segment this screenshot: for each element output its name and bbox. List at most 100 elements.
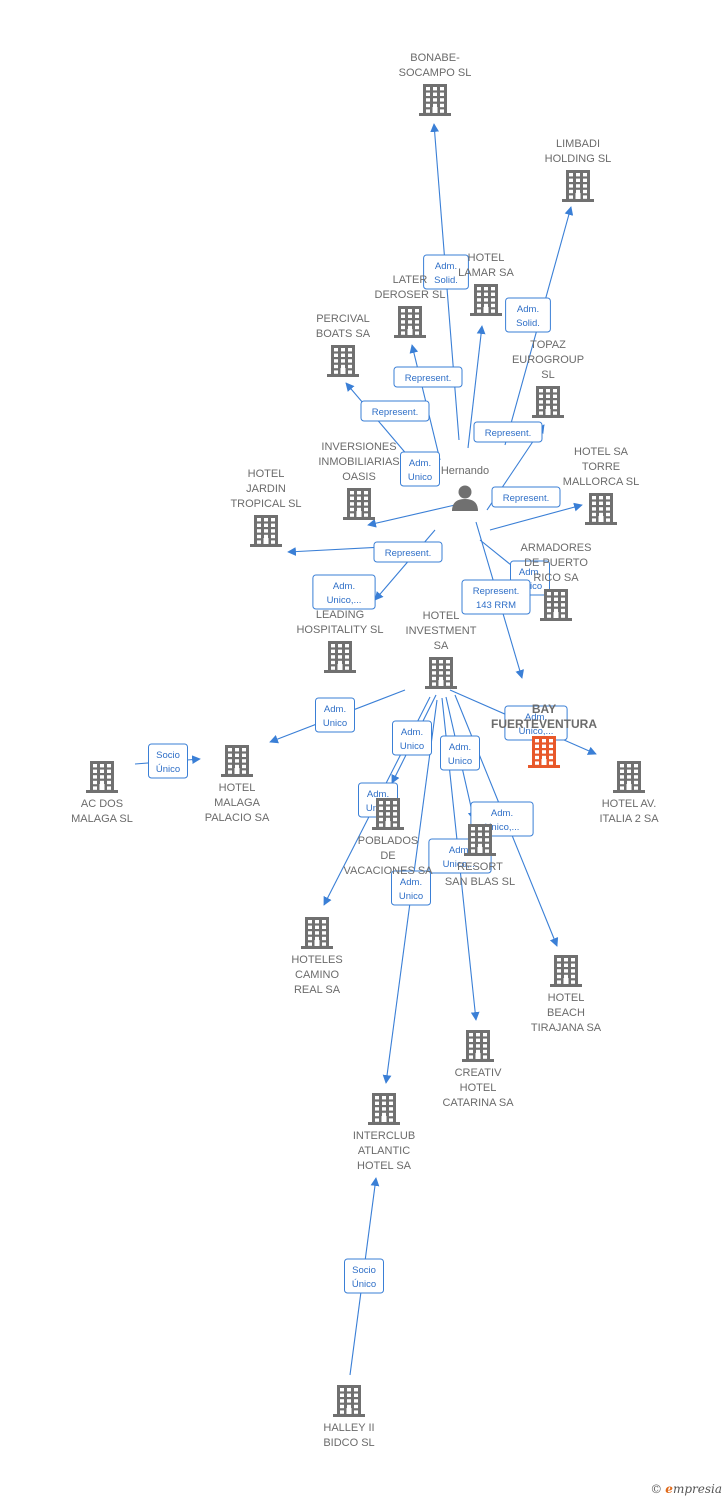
node-hotel-av-italia[interactable]: HOTEL AV.ITALIA 2 SA [599,761,659,825]
edge-label-badge[interactable]: Adm.Unico,... [504,705,568,741]
node-hotel-beach[interactable]: HOTEL BEACH TIRAJANA SA [531,955,602,1034]
edge-label-text: Socio [352,1265,376,1276]
node-label-line: BEACH [547,1007,585,1019]
node-label-line: HOSPITALITY SL [296,624,383,636]
node-hernando[interactable]: Hernando [441,465,489,511]
building-icon [250,515,282,547]
building-icon [221,745,253,777]
edge-label-badge[interactable]: Represent.143 RRM [461,579,531,615]
edge-hernando-to-hotel_lamar [467,325,486,449]
edge-label-badge[interactable]: Adm.Unico [440,735,480,771]
node-label-line: HOTELES [291,954,342,966]
edge-label-box [148,743,188,779]
node-label-line: SL [541,369,554,381]
edge-label-badge[interactable]: Adm.Unico,... [312,574,376,610]
edge-label-text: Represent. [503,493,549,504]
edge-label-box [473,421,543,443]
node-bonabe[interactable]: BONABE-SOCAMPO SL [399,52,472,116]
edge-label-text: Adm. [449,845,471,856]
node-label-line: DE PUERTO [524,557,588,569]
edge-label-text: Adm. [491,808,513,819]
edge-label-text: Represent. [405,373,451,384]
edge-label-badge[interactable]: Represent. [491,486,561,508]
node-label-line: JARDIN [246,483,286,495]
edge-label-box [392,720,432,756]
node-label-line: LAMAR SA [458,267,514,279]
node-label-line: TORRE [582,461,620,473]
edge-label-box [461,579,531,615]
building-icon [540,589,572,621]
edge-label-badge[interactable]: Represent. [360,400,430,422]
building-icon [613,761,645,793]
edge-label-badge[interactable]: Adm.Unico [315,697,355,733]
node-label-line: HOTEL [460,1082,497,1094]
edge-label-box [312,574,376,610]
edge-label-badge[interactable]: Adm.Unico [391,870,431,906]
building-icon [368,1093,400,1125]
node-label-line: BOATS SA [316,328,371,340]
edge-label-text: Adm. [435,261,457,272]
edge-label-badge[interactable]: Represent. [473,421,543,443]
edge-label-text: Unico,... [327,595,362,606]
node-label-line: HOTEL [423,610,460,622]
edge-label-text: Represent. [372,407,418,418]
node-label-line: HOTEL AV. [602,798,657,810]
node-label-line: PERCIVAL [316,313,370,325]
edge-label-box [393,366,463,388]
building-icon [394,306,426,338]
edge-hernando-to-leading [374,529,436,601]
node-label-line: BAY [532,702,556,716]
building-icon [419,84,451,116]
edge-label-text: Solid. [516,318,540,329]
edge-label-text: Único [352,1279,376,1290]
node-percival[interactable]: PERCIVAL BOATS SA [316,313,371,377]
edge-label-text: Socio [156,750,180,761]
node-label-line: HOTEL [548,992,585,1004]
edge-label-text: Adm. [525,712,547,723]
edge-label-text: Unico [323,718,347,729]
node-label-line: INVESTMENT [406,625,477,637]
edge-label-text: Adm. [400,877,422,888]
node-label-line: HOTEL [248,468,285,480]
edge-label-text: Adm. [409,458,431,469]
node-label-line: BONABE- [410,52,460,64]
building-icon [301,917,333,949]
edge-label-box [360,400,430,422]
node-label-line: TIRAJANA SA [531,1022,602,1034]
edge-label-badge[interactable]: Adm.Solid. [423,254,469,290]
edge-label-text: Adm. [367,789,389,800]
edge-label-text: Unico [448,756,472,767]
edge-label-badge[interactable]: Adm.Unico [400,451,440,487]
node-label-line: OASIS [342,471,376,483]
edge-label-badge[interactable]: Adm.Unico [392,720,432,756]
node-label-line: TOPAZ [530,339,566,351]
edge-label-badge[interactable]: Represent. [373,541,443,563]
edge-label-badge[interactable]: Adm.Solid. [505,297,551,333]
node-label-line: MALAGA [214,797,261,809]
building-icon [324,641,356,673]
edge-label-badge[interactable]: Represent. [393,366,463,388]
